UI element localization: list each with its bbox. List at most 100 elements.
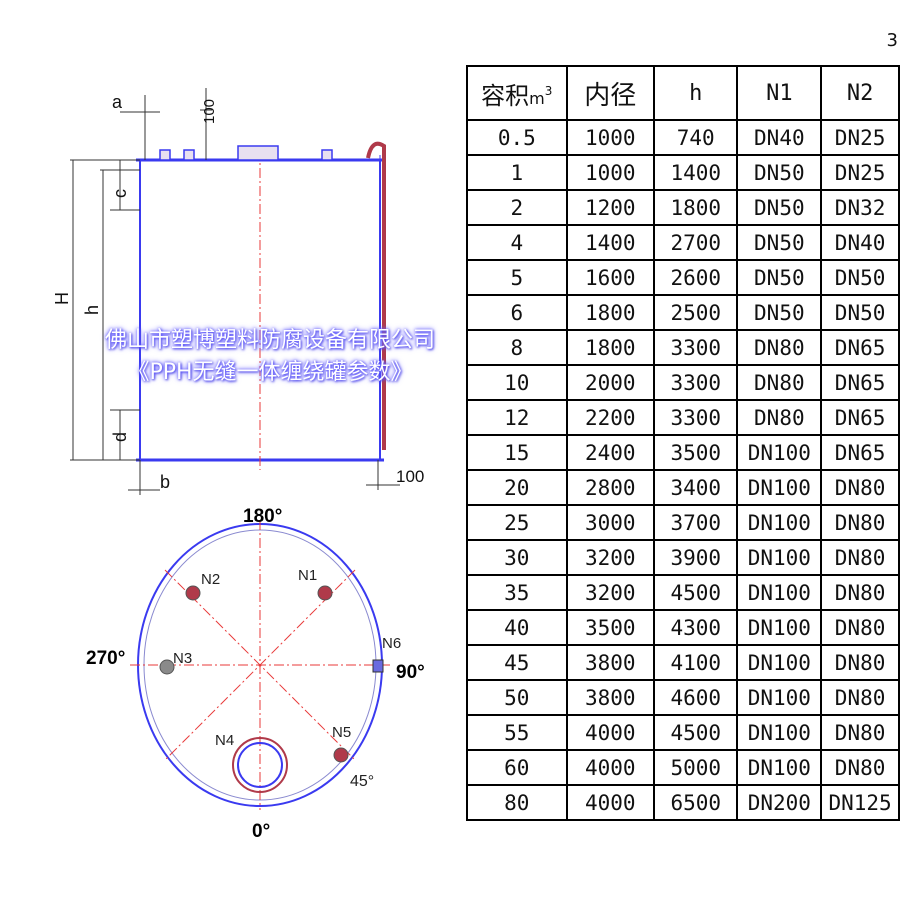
table-cell: DN32 [820, 189, 900, 226]
nozzle-n6-marker [372, 659, 384, 673]
table-cell: 2500 [652, 294, 739, 331]
table-cell: DN80 [820, 609, 900, 646]
dim-top-offset-label: 100 [201, 99, 218, 124]
table-cell: 3300 [652, 364, 739, 401]
dim-a-label: a [112, 92, 123, 112]
table-cell: DN40 [820, 224, 900, 261]
table-cell: 4000 [565, 784, 656, 821]
nozzle-n2-label: N2 [201, 571, 220, 588]
table-cell: 3900 [652, 539, 739, 576]
nozzle-n1-marker [317, 585, 333, 601]
table-cell: DN100 [736, 609, 823, 646]
table-cell: DN25 [820, 119, 900, 156]
table-cell: DN80 [736, 399, 823, 436]
table-cell: DN50 [736, 259, 823, 296]
table-cell: 2700 [652, 224, 739, 261]
nozzle-n6-label: N6 [382, 635, 401, 652]
col-n2: N2 [820, 65, 900, 121]
table-cell: 5 [466, 259, 568, 296]
table-cell: DN80 [820, 749, 900, 786]
table-cell: 4100 [652, 644, 739, 681]
table-cell: 4500 [652, 574, 739, 611]
table-cell: DN50 [820, 259, 900, 296]
table-cell: 1800 [652, 189, 739, 226]
watermark: 佛山市塑博塑料防腐设备有限公司 《PPH无缝一体缠绕罐参数》 [0, 325, 540, 389]
table-cell: DN100 [736, 469, 823, 506]
table-cell: DN80 [820, 574, 900, 611]
table-cell: 2600 [652, 259, 739, 296]
table-cell: 25 [466, 504, 568, 541]
table-cell: 4000 [565, 714, 656, 751]
angle-90-label: 90° [396, 662, 425, 683]
table-cell: 30 [466, 539, 568, 576]
table-cell: 5000 [652, 749, 739, 786]
plan-view: 180° 270° 90° 0° 45° N1 N2 N3 N4 N5 N6 [86, 506, 425, 842]
dim-H-label: H [52, 292, 72, 305]
elevation-view: a 100 c H h d b 100 [52, 88, 424, 495]
table-cell: 4500 [652, 714, 739, 751]
corner-mark: 3 [886, 30, 898, 51]
table-cell: DN80 [820, 644, 900, 681]
table-cell: 15 [466, 434, 568, 471]
table-cell: 6500 [652, 784, 739, 821]
table-cell: 1000 [565, 154, 656, 191]
table-cell: DN100 [736, 644, 823, 681]
table-cell: 740 [652, 119, 739, 156]
table-cell: 4600 [652, 679, 739, 716]
table-cell: 3400 [652, 469, 739, 506]
top-nozzles [159, 145, 333, 161]
col-h: h [652, 65, 739, 121]
table-cell: 3800 [565, 644, 656, 681]
watermark-caption: 《PPH无缝一体缠绕罐参数》 [127, 360, 413, 385]
table-cell: DN100 [736, 539, 823, 576]
watermark-company: 佛山市塑博塑料防腐设备有限公司 [104, 328, 435, 353]
dimension-lines [70, 88, 400, 495]
table-cell: DN50 [736, 154, 823, 191]
table-cell: 3200 [565, 539, 656, 576]
table-cell: DN50 [736, 294, 823, 331]
table-cell: 45 [466, 644, 568, 681]
angle-270-label: 270° [86, 648, 125, 669]
table-cell: DN100 [736, 749, 823, 786]
dim-side-offset-label: 100 [396, 467, 424, 486]
table-cell: DN50 [736, 189, 823, 226]
table-cell: DN100 [736, 574, 823, 611]
table-cell: 1400 [652, 154, 739, 191]
table-cell: DN80 [820, 539, 900, 576]
table-cell: 55 [466, 714, 568, 751]
table-cell: DN80 [820, 469, 900, 506]
table-cell: 3500 [652, 434, 739, 471]
table-cell: 40 [466, 609, 568, 646]
table-cell: DN80 [820, 504, 900, 541]
table-cell: DN100 [736, 504, 823, 541]
table-cell: DN25 [820, 154, 900, 191]
table-cell: 4 [466, 224, 568, 261]
level-gauge-pipe [366, 141, 386, 450]
angle-180-label: 180° [243, 506, 282, 527]
angle-45-label: 45° [350, 773, 374, 790]
table-cell: 0.5 [466, 119, 568, 156]
angle-0-label: 0° [252, 821, 270, 842]
table-cell: DN50 [736, 224, 823, 261]
table-cell: 35 [466, 574, 568, 611]
nozzle-n5-marker [333, 747, 349, 763]
table-cell: 12 [466, 399, 568, 436]
table-cell: 60 [466, 749, 568, 786]
table-cell: 2800 [565, 469, 656, 506]
col-capacity: 容积m3 [466, 65, 568, 121]
